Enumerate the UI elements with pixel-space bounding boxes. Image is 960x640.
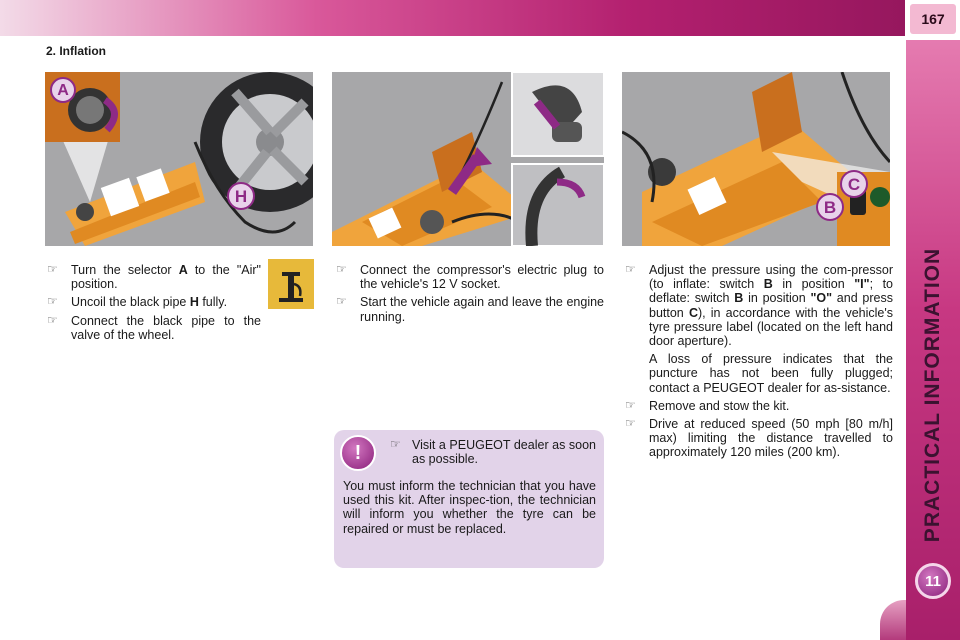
step-drive-reduced-speed: Drive at reduced speed (50 mph [80 m/h] … [623,416,893,460]
callout-label-a: A [57,82,69,99]
illustration-2-drawing [332,72,604,246]
step-text-bold: A [178,263,188,277]
step-text-bold: C [688,305,698,320]
callout-label-h: H [235,187,247,206]
step-text-bold: B [763,277,773,292]
step-text-bold: H [189,295,199,310]
step-turn-selector: Turn the selector A to the "Air" positio… [45,262,261,292]
instructions-column-1: Turn the selector A to the "Air" positio… [45,262,261,346]
illustration-switches: B C [622,72,890,246]
step-text: to the "Air" position. [71,263,261,292]
illustration-selector-and-hose: A H [45,72,313,246]
step-text-bold: B [734,291,744,306]
section-title: 2. Inflation [46,44,106,58]
step-text: Adjust the pressure using the com-presso… [649,263,893,292]
step-text: ), in accordance with the vehicle's tyre… [649,305,893,349]
step-adjust-pressure: Adjust the pressure using the com-presso… [623,262,893,349]
step-connect-pipe: Connect the black pipe to the valve of t… [45,313,261,342]
step-text: fully. [198,295,228,310]
illustration-electric-plug [332,72,604,246]
instructions-column-3: Adjust the pressure using the com-presso… [623,262,893,464]
step-text: and press button [649,291,893,320]
chapter-badge: 11 [915,563,951,599]
side-tab-title: PRACTICAL INFORMATION [921,247,944,543]
corner-decoration [880,600,906,640]
pressure-loss-note: A loss of pressure indicates that the pu… [649,352,893,395]
warning-icon: ! [340,435,376,471]
step-uncoil-pipe: Uncoil the black pipe H fully. [45,294,261,310]
warning-text: You must inform the technician that you … [343,479,596,536]
callout-label-b: B [824,198,836,217]
pump-icon-graphic [279,272,303,302]
tyre-pump-icon [268,259,314,309]
header-band [0,0,905,36]
step-text: Uncoil the black pipe [71,295,190,310]
step-text: in position [772,277,855,292]
side-tab-label: PRACTICAL INFORMATION [908,230,958,560]
warning-visit-dealer: Visit a PEUGEOT dealer as soon as possib… [388,437,596,466]
callout-label-c: C [848,175,860,194]
step-text-bold: "O" [810,291,833,306]
step-connect-plug: Connect the compressor's electric plug t… [334,262,604,291]
page-number: 167 [910,4,956,34]
step-text: ; to deflate: switch [649,277,893,306]
instructions-column-2: Connect the compressor's electric plug t… [334,262,604,328]
step-stow-kit: Remove and stow the kit. [623,398,893,413]
step-text-bold: "I" [854,277,870,292]
step-text: Turn the selector [71,263,179,277]
step-start-vehicle: Start the vehicle again and leave the en… [334,294,604,323]
step-text: in position [743,291,811,306]
illustration-3-drawing: B C [622,72,890,246]
illustration-1-drawing: A H [45,72,313,246]
side-tab [906,40,960,640]
